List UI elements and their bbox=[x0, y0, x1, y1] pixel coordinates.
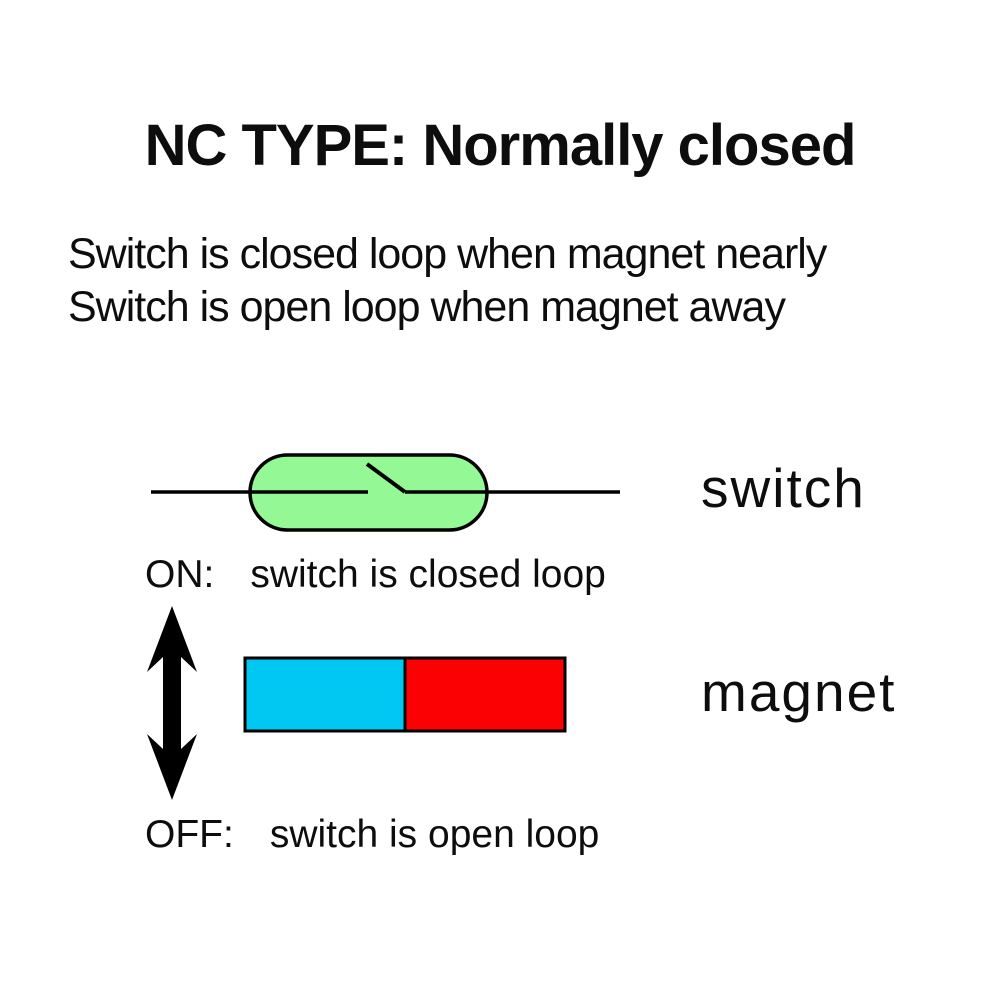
page-title: NC TYPE: Normally closed bbox=[144, 113, 857, 178]
subtitle-line-open: Switch is open loop when magnet away bbox=[68, 283, 786, 331]
magnet-label: magnet bbox=[701, 661, 897, 723]
up-down-arrow-icon bbox=[147, 606, 197, 800]
contact-blade-icon bbox=[365, 462, 407, 494]
reed-switch-diagram bbox=[151, 453, 620, 532]
on-status-line: ON: switch is closed loop bbox=[145, 553, 606, 597]
switch-label: switch bbox=[701, 457, 866, 519]
on-prefix: ON: bbox=[145, 553, 215, 596]
double-arrow-shape bbox=[147, 606, 197, 800]
off-status-text: switch is open loop bbox=[269, 813, 600, 856]
subtitle: Switch is closed loop when magnet nearly… bbox=[68, 228, 827, 334]
magnet-pole-cyan bbox=[243, 656, 407, 733]
subtitle-line-closed: Switch is closed loop when magnet nearly bbox=[68, 230, 827, 278]
on-status-text: switch is closed loop bbox=[250, 553, 606, 596]
magnet-pole-red bbox=[403, 656, 567, 733]
off-prefix: OFF: bbox=[145, 813, 234, 856]
magnet-diagram bbox=[243, 656, 567, 733]
off-status-line: OFF: switch is open loop bbox=[145, 813, 599, 857]
